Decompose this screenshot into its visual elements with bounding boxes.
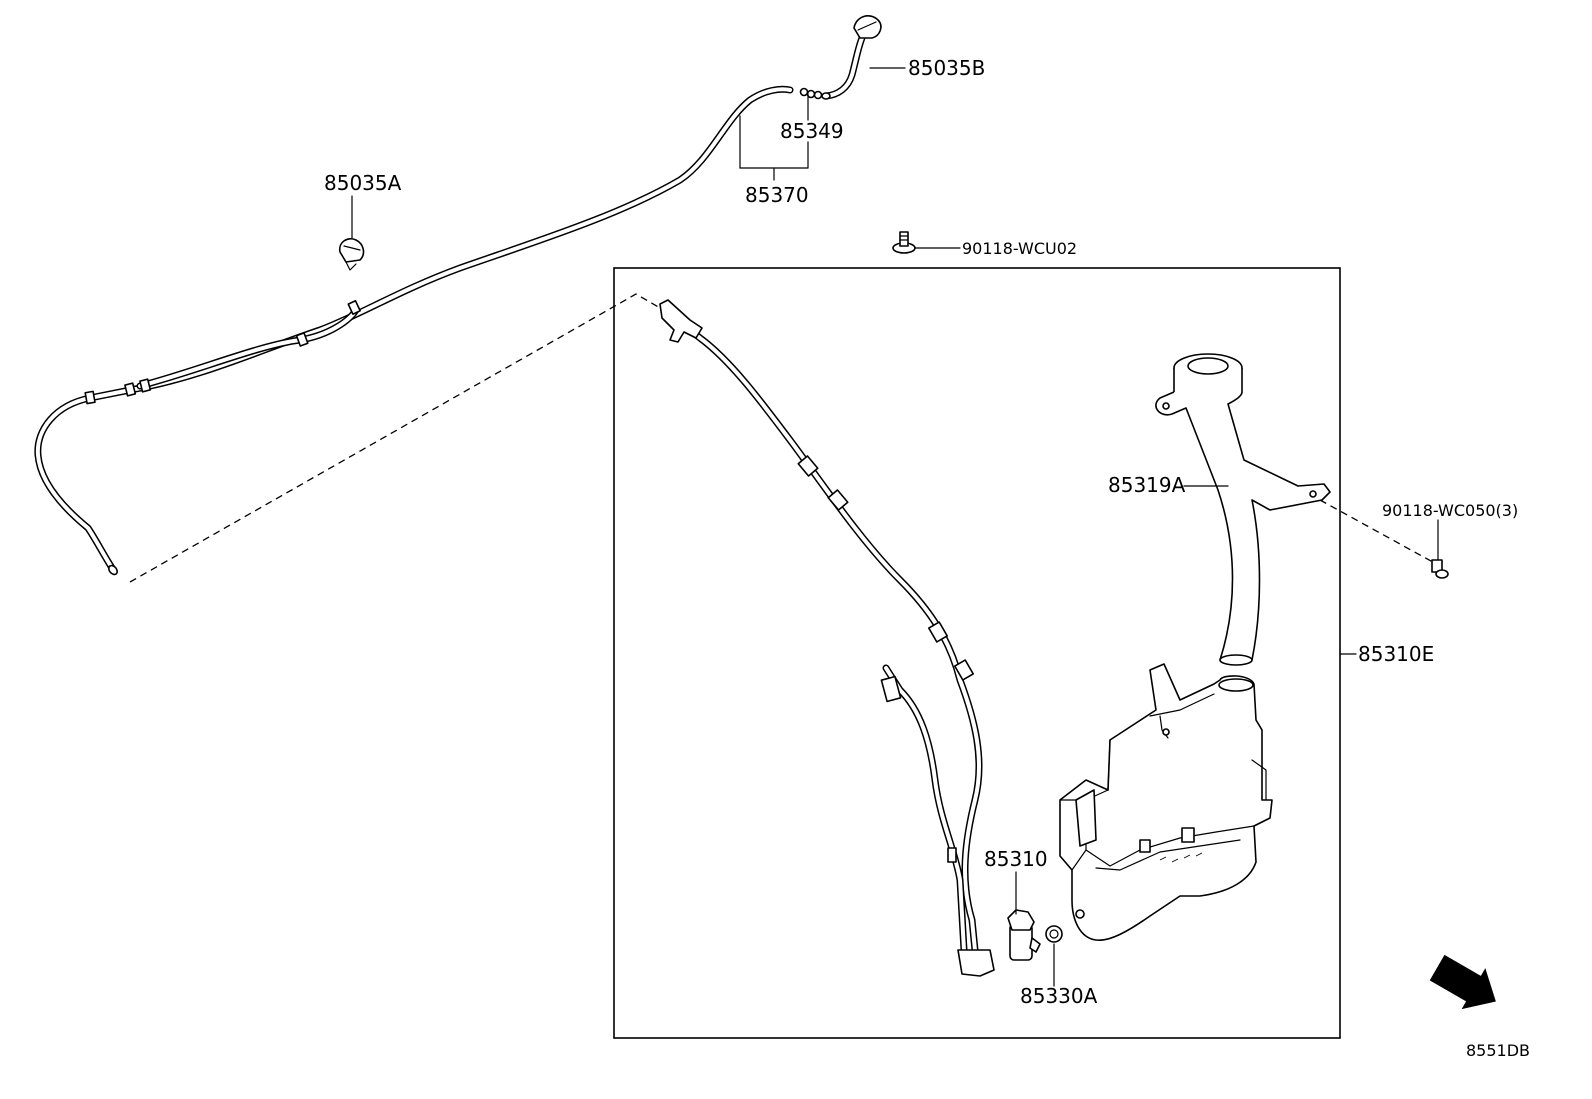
filler-neck-85319a-icon [1155, 353, 1331, 666]
grommet-85330a-icon [1045, 925, 1063, 943]
connection-line-hose [129, 293, 661, 583]
washer-nozzle-b-icon [853, 15, 882, 39]
washer-hose-assembly [34, 85, 823, 576]
label-85035b[interactable]: 85035B [908, 56, 985, 80]
label-85310[interactable]: 85310 [984, 847, 1048, 871]
label-85035a[interactable]: 85035A [324, 171, 402, 195]
washer-tube-inner [659, 299, 995, 977]
assembly-box-85310E [613, 267, 1341, 1039]
washer-nozzle-a-icon [338, 237, 365, 271]
label-85319a[interactable]: 85319A [1108, 473, 1186, 497]
label-85330a[interactable]: 85330A [1020, 984, 1098, 1008]
connection-line-bolt [1319, 499, 1441, 567]
label-85349[interactable]: 85349 [780, 119, 844, 143]
washer-pump-85310-icon [1007, 909, 1041, 961]
part-labels: 85035B 85349 85370 85035A 90118-WCU02 85… [324, 56, 1530, 1060]
washer-reservoir-tank-icon [1059, 663, 1273, 941]
label-85370[interactable]: 85370 [745, 183, 809, 207]
nozzle-b-hose [821, 34, 866, 100]
label-90118-wcu02[interactable]: 90118-WCU02 [962, 239, 1077, 258]
label-90118-wc050[interactable]: 90118-WC050(3) [1382, 501, 1518, 520]
fwd-arrow-icon: FWD [1429, 954, 1496, 1010]
bolt-90118-wc050-icon [1431, 519, 1449, 579]
bolt-90118-wcu02-icon [892, 231, 961, 254]
label-85310e[interactable]: 85310E [1358, 642, 1434, 666]
diagram-id: 8551DB [1466, 1041, 1530, 1060]
leaders-left [351, 67, 906, 239]
